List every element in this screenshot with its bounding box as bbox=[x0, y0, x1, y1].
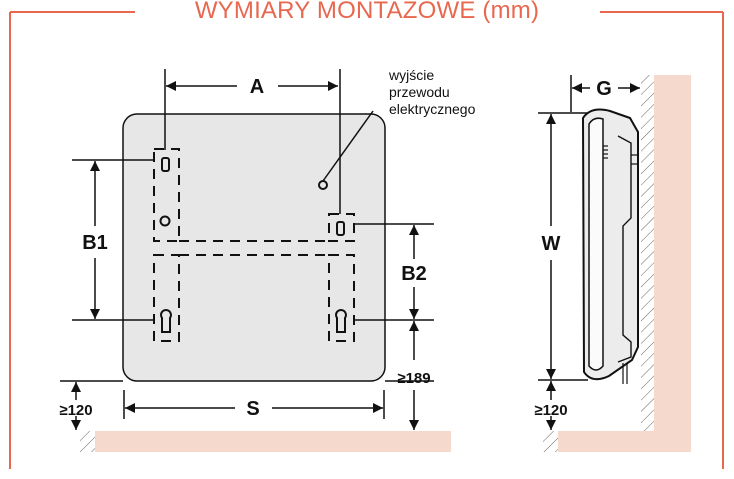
side-view-details bbox=[603, 145, 637, 384]
mounting-bracket-outline bbox=[153, 148, 355, 342]
dimension-min-bottom-front-label: ≥120 bbox=[59, 402, 92, 419]
floor-front bbox=[95, 431, 451, 452]
page-title: WYMIARY MONTAŻOWE (mm) bbox=[195, 0, 539, 24]
cable-note-line-1: wyjście bbox=[388, 67, 434, 83]
wall-hatch bbox=[641, 75, 654, 431]
dimension-s-label: S bbox=[246, 398, 259, 420]
heater-front-panel bbox=[122, 113, 386, 382]
arrowheads-front bbox=[71, 81, 419, 430]
side-view: G W ≥120 bbox=[534, 75, 691, 452]
dimension-lines-side bbox=[538, 75, 640, 430]
dimension-a-label: A bbox=[250, 76, 264, 98]
dimension-b1-label: B1 bbox=[82, 232, 108, 254]
floor-hatch-side bbox=[543, 431, 558, 452]
heater-front-profile bbox=[588, 117, 604, 371]
frame bbox=[9, 11, 724, 469]
keyhole-left bbox=[160, 309, 172, 333]
dimension-min-bottom-side-label: ≥120 bbox=[534, 402, 567, 419]
dimension-lines-front bbox=[60, 69, 434, 430]
front-view: A B1 B2 ≥189 S ≥120 wyjście przewodu ele… bbox=[59, 67, 476, 452]
wall-fill bbox=[654, 75, 691, 431]
dimension-min-bottom-right-label: ≥189 bbox=[397, 370, 430, 387]
keyhole-right bbox=[335, 309, 347, 333]
floor-hatch-front bbox=[80, 431, 95, 452]
dimension-b2-label: B2 bbox=[401, 263, 427, 285]
arrowheads-side bbox=[546, 83, 640, 430]
upper-hole-left bbox=[159, 215, 171, 227]
cable-note-line-2: przewodu bbox=[389, 84, 450, 100]
floor-side bbox=[558, 431, 691, 452]
upper-slot-right bbox=[336, 221, 345, 236]
dimension-g-label: G bbox=[596, 78, 612, 100]
dimension-w-label: W bbox=[542, 233, 561, 255]
upper-slot-left bbox=[161, 157, 170, 172]
cable-note-line-3: elektrycznego bbox=[389, 101, 476, 117]
